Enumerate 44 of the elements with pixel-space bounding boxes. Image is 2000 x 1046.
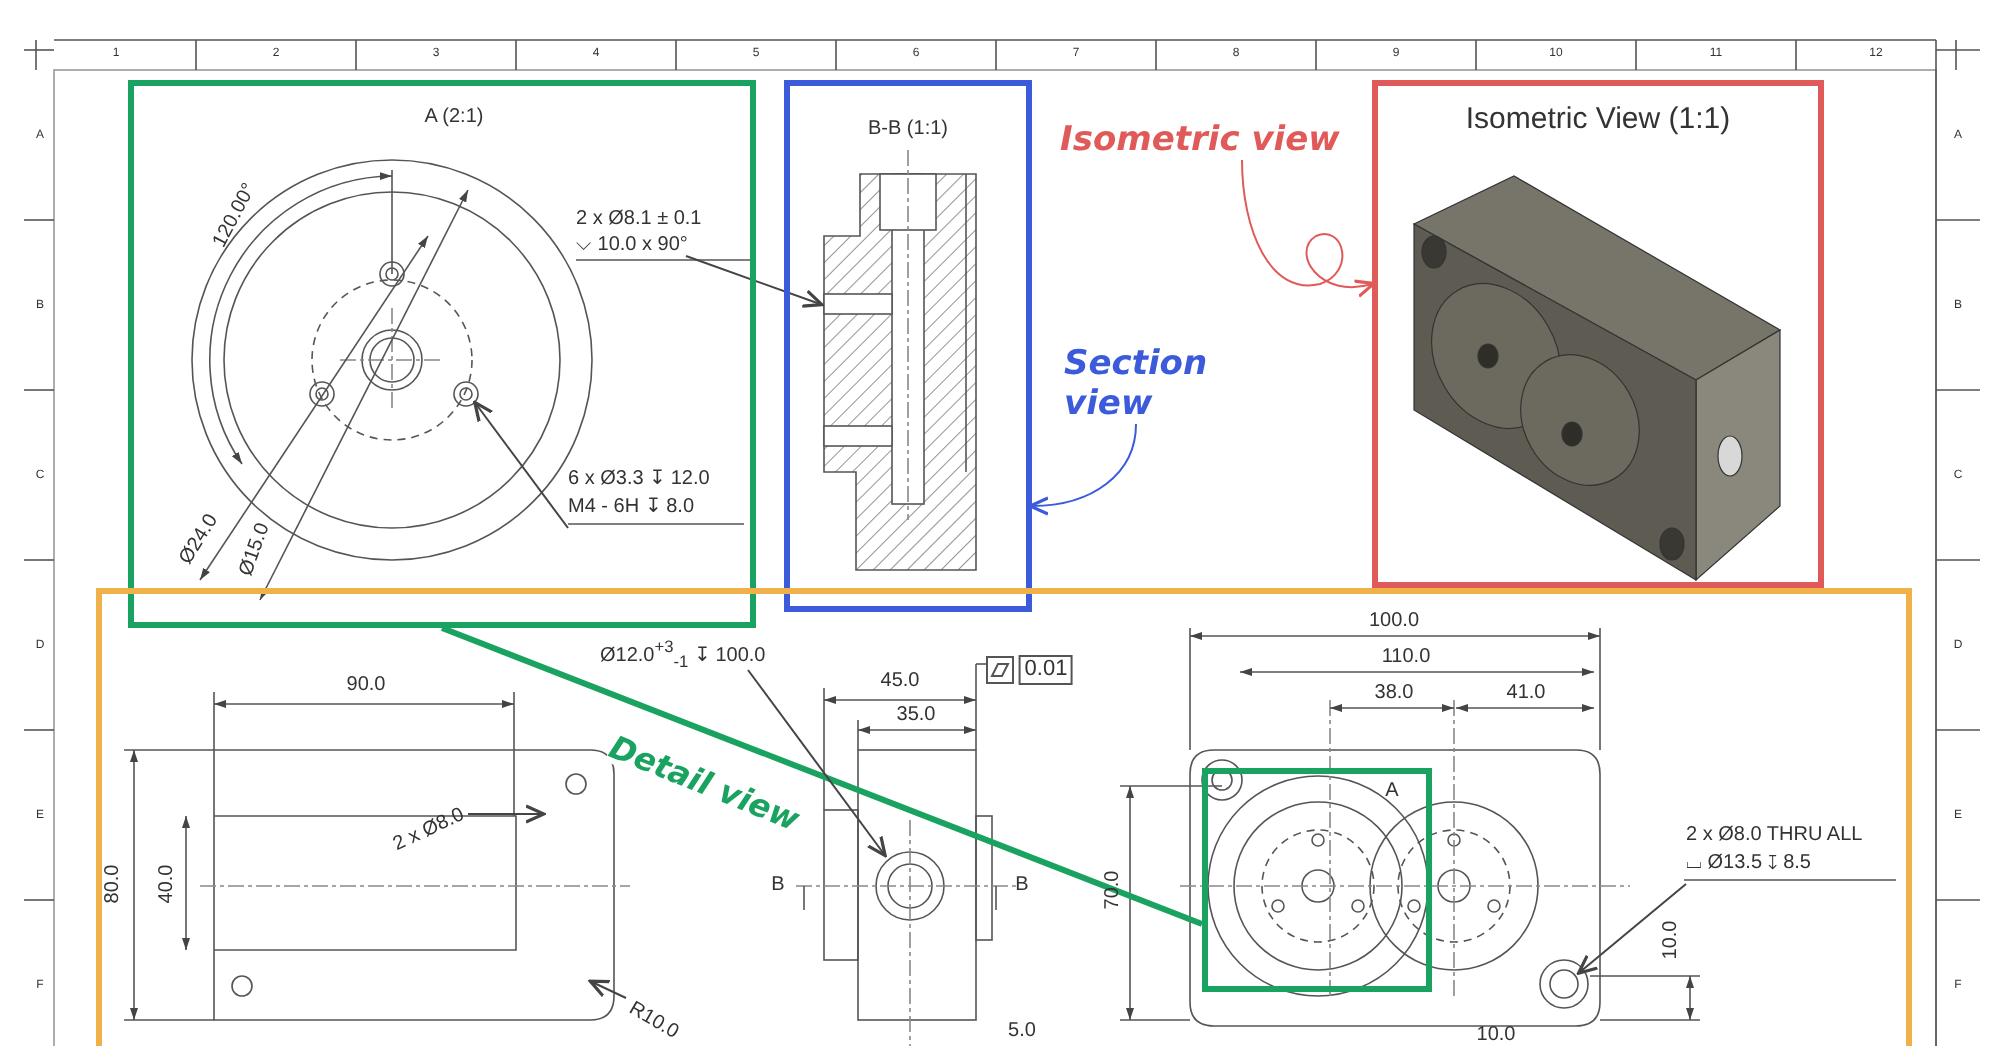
dimension-value: Ø15.0 [237, 520, 275, 580]
arrow [685, 255, 824, 308]
handwritten-note: Section view [1064, 344, 1224, 424]
callout-text: 6 x Ø3.3 ↧ 12.0 [568, 468, 712, 492]
leader-line [1576, 883, 1687, 975]
dimension-value: 5.0 [1008, 1022, 1036, 1042]
leader-line [588, 979, 627, 999]
view-title: A (2:1) [422, 106, 486, 130]
dimension-value: 80.0 [104, 864, 124, 904]
dimension-value: 40.0 [158, 864, 178, 904]
dimension-value: 70.0 [1104, 870, 1124, 910]
dimension-value: 41.0 [1506, 684, 1546, 704]
section-marker: B [1015, 876, 1029, 896]
arrow [1028, 423, 1137, 515]
view-frame [128, 80, 756, 628]
dimension-value: 110.0 [1381, 648, 1431, 668]
view-title: Isometric View (1:1) [1463, 102, 1733, 138]
section-marker: B [771, 876, 785, 896]
view-label: A [1383, 780, 1401, 804]
callout-text: M4 - 6H ↧ 8.0 [568, 496, 697, 520]
dimension-value: 35.0 [896, 706, 936, 726]
callout-text: 2 x Ø8.0 [390, 804, 468, 856]
leader-line [473, 400, 569, 529]
dimension-value: 38.0 [1374, 684, 1414, 704]
callout-text: Ø12.0$^{+3}$$_{-1}$ ↧ 100.0 [600, 636, 766, 671]
dimension-value: 100.0 [1368, 612, 1420, 632]
connector-line [440, 625, 1204, 927]
dimension-value: 10.0 [1662, 920, 1682, 960]
callout-text: ⌴ Ø13.5 ↧ 8.5 [1686, 852, 1813, 876]
callout-text: ⌵ 10.0 x 90° [576, 234, 690, 258]
leader-line [467, 804, 546, 824]
view-frame [1372, 80, 1824, 588]
view-title: B-B (1:1) [865, 118, 950, 142]
leader-line [747, 669, 887, 858]
callout-text: 2 x Ø8.1 ± 0.1 [576, 208, 704, 232]
dimension-value: 90.0 [346, 676, 386, 696]
detail-frame [1202, 768, 1432, 992]
arrow [1241, 159, 1376, 297]
view-frame [784, 80, 1032, 612]
handwritten-note: Isometric view [1060, 120, 1340, 160]
dimension-value: 10.0 [1476, 1026, 1516, 1046]
dimension-value: 45.0 [880, 672, 920, 692]
callout-text: 2 x Ø8.0 THRU ALL [1686, 824, 1865, 848]
tolerance-value: 0.01 [1018, 655, 1074, 685]
